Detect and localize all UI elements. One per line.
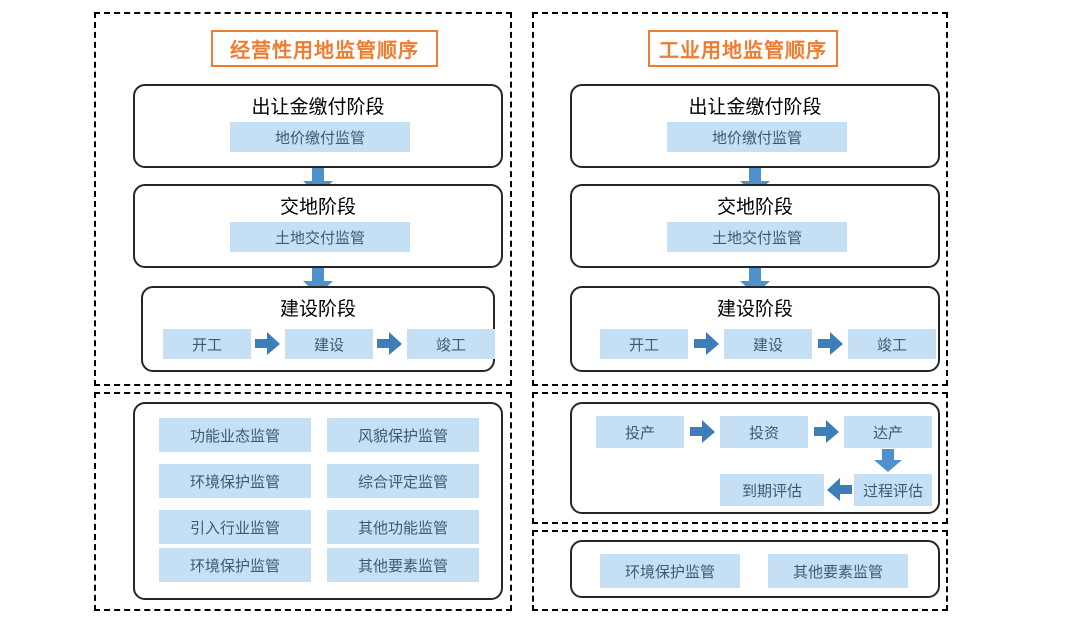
right-stage-1-chip-1: 地价缴付监管 <box>667 122 847 152</box>
right-stage-2-chip-1: 土地交付监管 <box>667 222 847 252</box>
left-supervision-chip-r1c1: 功能业态监管 <box>159 418 311 452</box>
left-stage-1-chip-1: 地价缴付监管 <box>230 122 410 152</box>
left-stage-3-title: 建设阶段 <box>279 299 356 320</box>
production-chip-1: 投产 <box>596 416 684 448</box>
right-stage-2-card: 交地阶段 土地交付监管 <box>570 184 940 268</box>
production-chip-3: 达产 <box>844 416 932 448</box>
right-build-arrow-1 <box>694 332 720 356</box>
left-supervision-chip-r4c1: 环境保护监管 <box>159 548 311 582</box>
production-chip-4: 过程评估 <box>854 474 932 506</box>
left-stage-1-title: 出让金缴付阶段 <box>251 97 385 118</box>
left-supervision-chip-r4c2: 其他要素监管 <box>327 548 479 582</box>
production-arrow-2 <box>814 420 840 444</box>
left-panel-stages-section <box>94 12 512 386</box>
production-chip-2: 投资 <box>720 416 808 448</box>
right-supervision-chip-1: 环境保护监管 <box>600 554 740 588</box>
left-stage-3-card: 建设阶段 开工 建设 竣工 <box>141 286 495 372</box>
right-stage-1-card: 出让金缴付阶段 地价缴付监管 <box>570 84 940 168</box>
left-supervision-chip-r3c2: 其他功能监管 <box>327 510 479 544</box>
left-build-arrow-2 <box>377 332 403 356</box>
left-panel-title-text: 经营性用地监管顺序 <box>230 40 419 62</box>
production-chip-5: 到期评估 <box>720 474 824 506</box>
right-arrow-down-2 <box>739 268 771 296</box>
left-panel-supervision-section <box>94 392 512 611</box>
right-panel-production-section <box>532 392 948 524</box>
left-stage-2-card: 交地阶段 土地交付监管 <box>133 184 503 268</box>
right-stage-1-title: 出让金缴付阶段 <box>688 97 822 118</box>
right-production-card: 投产 投资 达产 到期评估 过程评估 <box>570 402 940 514</box>
left-stage-3-chip-1: 开工 <box>163 329 251 359</box>
right-panel-title-text: 工业用地监管顺序 <box>659 40 827 62</box>
right-stage-3-card: 建设阶段 开工 建设 竣工 <box>570 286 940 372</box>
right-stage-3-chip-3: 竣工 <box>848 329 936 359</box>
production-arrow-1 <box>690 420 716 444</box>
production-arrow-down <box>873 449 903 473</box>
right-supervision-chip-2: 其他要素监管 <box>768 554 908 588</box>
left-supervision-chip-r2c1: 环境保护监管 <box>159 464 311 498</box>
right-panel-stages-section <box>532 12 948 386</box>
left-arrow-down-1 <box>302 168 334 196</box>
right-stage-3-chip-2: 建设 <box>724 329 812 359</box>
left-stage-3-chip-2: 建设 <box>285 329 373 359</box>
right-panel-supervision-section <box>532 530 948 611</box>
right-build-arrow-2 <box>818 332 844 356</box>
right-panel-title: 工业用地监管顺序 <box>648 30 838 67</box>
right-stage-3-title: 建设阶段 <box>716 299 793 320</box>
right-arrow-down-1 <box>739 168 771 196</box>
right-stage-3-chip-1: 开工 <box>600 329 688 359</box>
left-panel-title: 经营性用地监管顺序 <box>211 30 438 67</box>
left-supervision-chip-r1c2: 风貌保护监管 <box>327 418 479 452</box>
left-stage-1-card: 出让金缴付阶段 地价缴付监管 <box>133 84 503 168</box>
left-stage-3-chip-3: 竣工 <box>407 329 495 359</box>
left-stage-2-title: 交地阶段 <box>279 197 356 218</box>
left-arrow-down-2 <box>302 268 334 296</box>
left-supervision-chip-r2c2: 综合评定监管 <box>327 464 479 498</box>
left-supervision-card: 功能业态监管 风貌保护监管 环境保护监管 综合评定监管 引入行业监管 其他功能监… <box>133 402 503 600</box>
left-build-arrow-1 <box>255 332 281 356</box>
right-supervision-card: 环境保护监管 其他要素监管 <box>570 540 940 598</box>
right-stage-2-title: 交地阶段 <box>716 197 793 218</box>
production-arrow-left <box>826 478 852 502</box>
left-supervision-chip-r3c1: 引入行业监管 <box>159 510 311 544</box>
left-stage-2-chip-1: 土地交付监管 <box>230 222 410 252</box>
